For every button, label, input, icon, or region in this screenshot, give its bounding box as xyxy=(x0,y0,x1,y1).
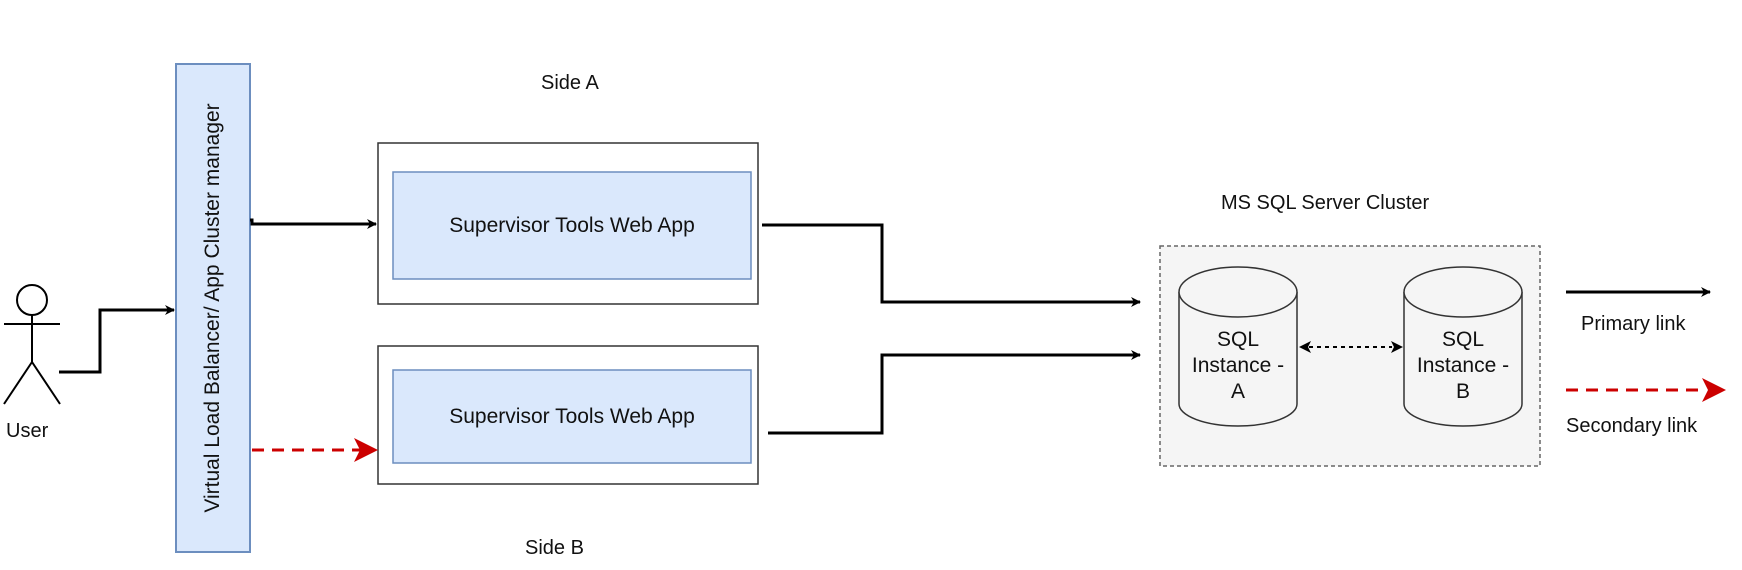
database-icon-b xyxy=(1403,266,1523,427)
side-b-to-cluster-arrow xyxy=(768,350,1141,435)
user-actor-icon xyxy=(3,284,61,405)
legend-primary-label: Primary link xyxy=(1581,313,1686,335)
legend-secondary-label: Secondary link xyxy=(1566,415,1698,437)
side-a-to-cluster-arrow xyxy=(762,223,1141,307)
cluster-title: MS SQL Server Cluster xyxy=(1221,192,1430,214)
load-balancer-label-wrap: Virtual Load Balancer/ App Cluster manag… xyxy=(176,64,250,552)
side-b-app-box xyxy=(392,369,752,464)
load-balancer-label: Virtual Load Balancer/ App Cluster manag… xyxy=(201,103,224,513)
database-icon-a xyxy=(1178,266,1298,427)
user-to-balancer-arrow xyxy=(59,305,175,374)
side-b-app-label: Supervisor Tools Web App xyxy=(449,404,695,428)
balancer-to-side-a-arrow xyxy=(250,218,377,229)
side-a-app-label: Supervisor Tools Web App xyxy=(449,213,695,237)
user-label: User xyxy=(6,420,49,442)
sql-instance-b-label: SQL Instance - B xyxy=(1416,328,1510,403)
side-a-app-box xyxy=(392,171,752,280)
side-b-title: Side B xyxy=(525,537,584,559)
load-balancer-box xyxy=(175,63,251,553)
side-a-title: Side A xyxy=(541,72,599,94)
sql-instance-a-label: SQL Instance - A xyxy=(1191,328,1285,403)
